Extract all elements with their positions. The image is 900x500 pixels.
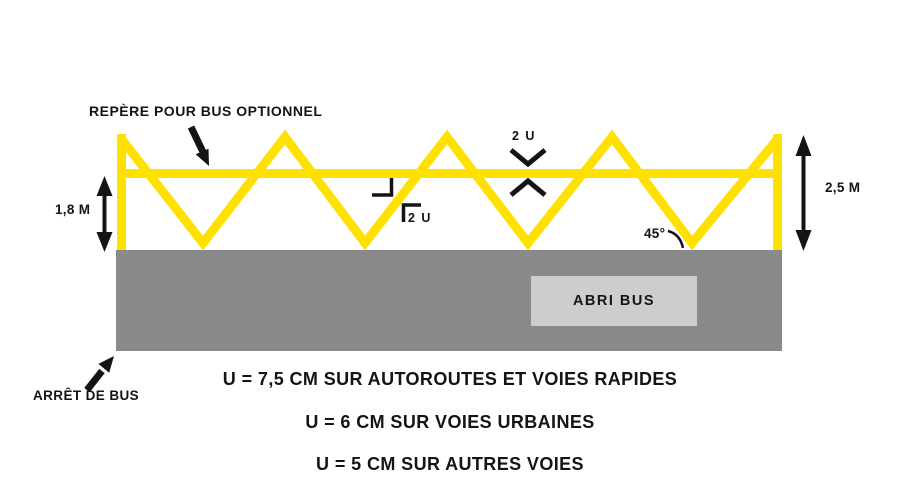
repere-pointer-arrow-icon bbox=[187, 125, 209, 166]
spec-line-autres: U = 5 CM SUR AUTRES VOIES bbox=[316, 454, 584, 474]
line-width-2u-label: 2 U bbox=[512, 129, 536, 143]
arret-pointer-arrow-icon bbox=[84, 356, 114, 393]
repere-label: REPÈRE POUR BUS OPTIONNEL bbox=[89, 103, 323, 119]
dim-1-8m-label: 1,8 M bbox=[55, 202, 91, 217]
arret-de-bus-label: ARRÊT DE BUS bbox=[33, 388, 140, 403]
dim-2-5m-label: 2,5 M bbox=[825, 180, 861, 195]
zigzag-marking bbox=[117, 129, 782, 251]
abri-bus-label: ABRI BUS bbox=[572, 293, 656, 309]
spec-line-urbaines: U = 6 CM SUR VOIES URBAINES bbox=[305, 412, 595, 432]
line-width-chevrons-icon bbox=[509, 148, 547, 197]
angle-45-label: 45° bbox=[644, 226, 666, 241]
dimension-arrow-2-5m-icon bbox=[795, 135, 812, 251]
abri-bus-box: ABRI BUS bbox=[531, 276, 697, 326]
stripe-width-2u-label: 2 U bbox=[408, 211, 432, 225]
stripe-width-ticks-icon bbox=[372, 178, 421, 222]
dimension-arrow-1-8m-icon bbox=[96, 176, 113, 252]
spec-line-autoroutes: U = 7,5 CM SUR AUTOROUTES ET VOIES RAPID… bbox=[222, 369, 678, 389]
angle-arc-icon bbox=[667, 229, 685, 249]
